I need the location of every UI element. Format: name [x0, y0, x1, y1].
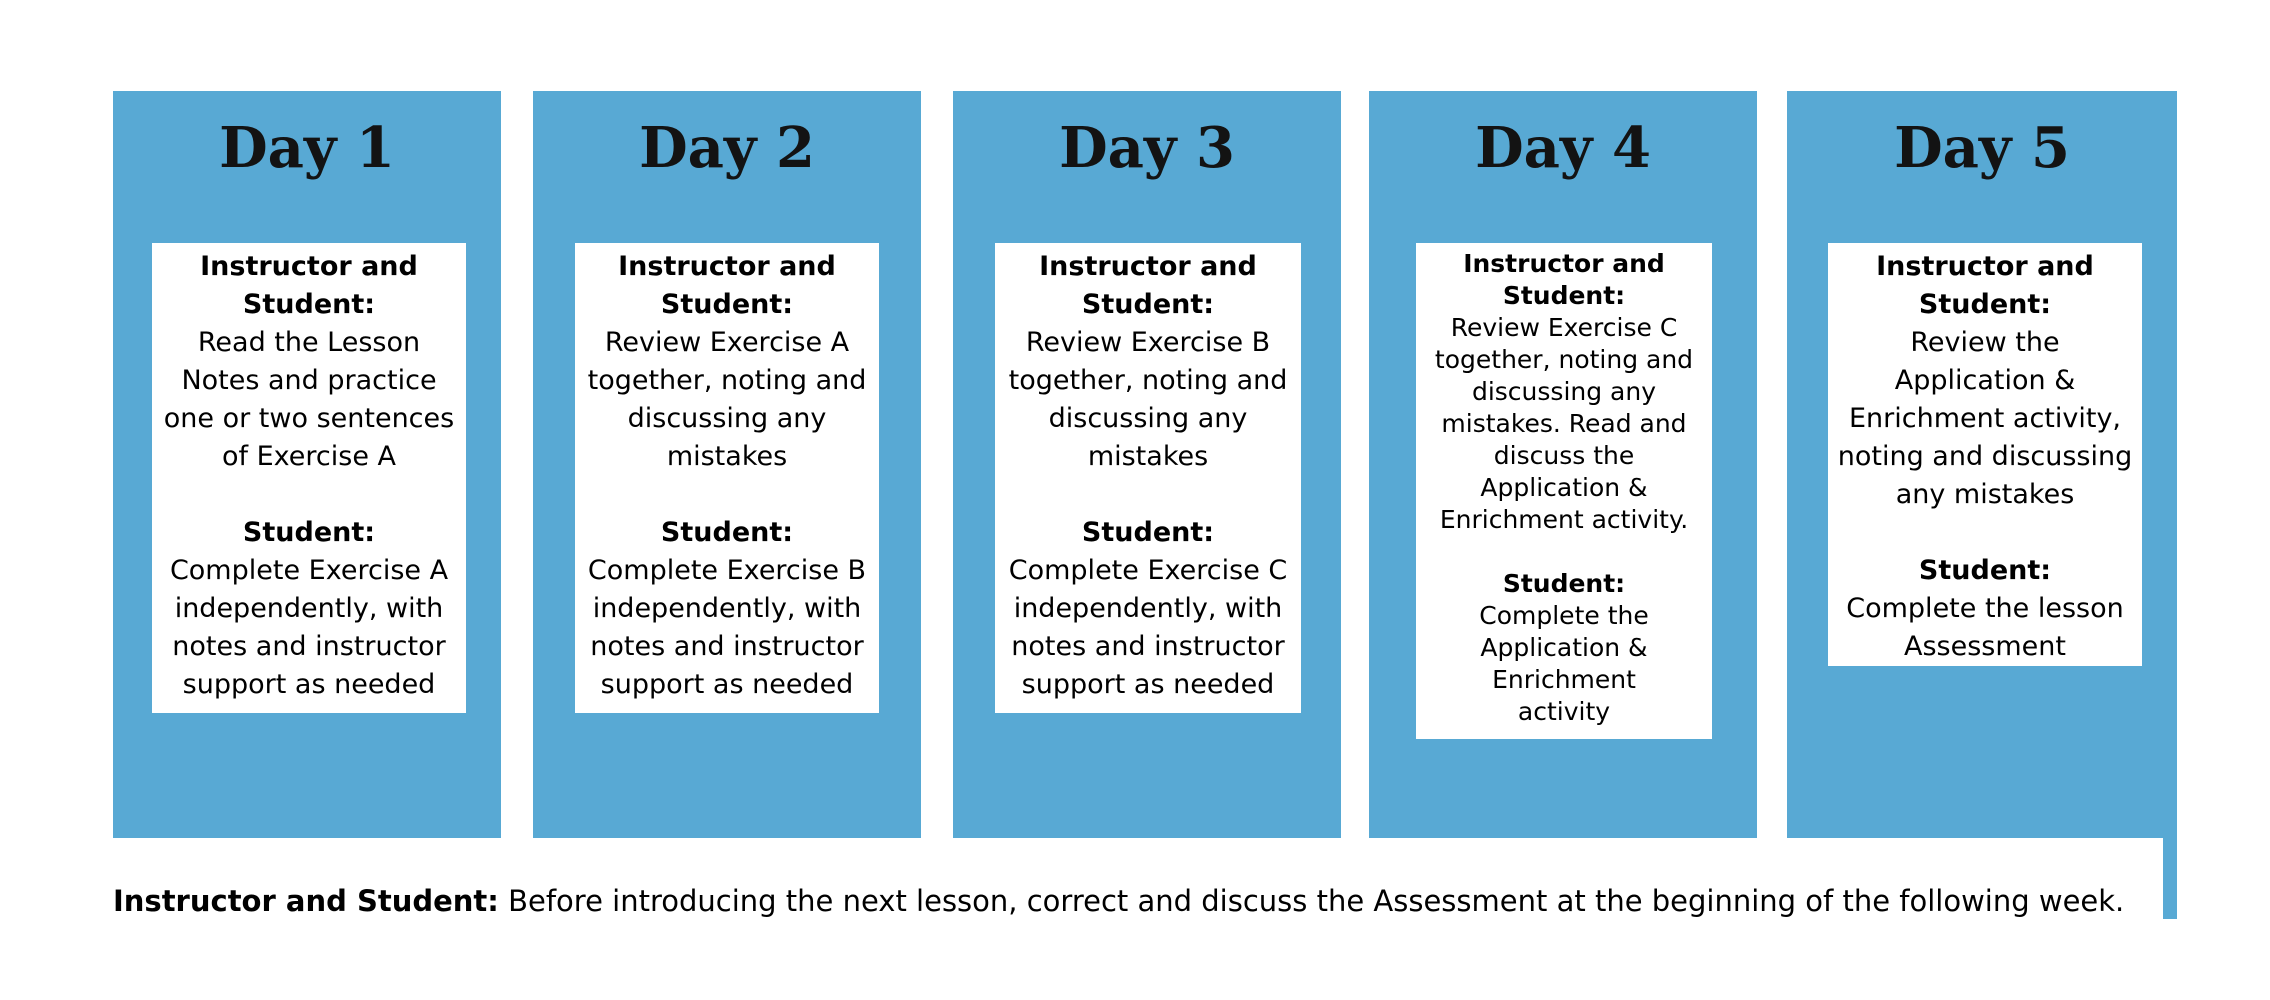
- day-5-instructor-body: Review the Application & Enrichment acti…: [1837, 327, 2133, 510]
- footer-note-text: Before introducing the next lesson, corr…: [508, 884, 2125, 918]
- day-1-column: Day 1 Instructor and Student: Read the L…: [113, 91, 501, 838]
- day-4-student-body: Complete the Application & Enrichment ac…: [1479, 601, 1649, 726]
- day-4-student-heading: Student:: [1502, 569, 1626, 598]
- day-1-card: Instructor and Student: Read the Lesson …: [152, 243, 466, 713]
- day-2-student-heading: Student:: [660, 517, 794, 548]
- day-1-student-heading: Student:: [242, 517, 376, 548]
- day-5-instructor-heading: Instructor and Student:: [1876, 251, 2094, 320]
- day-4-instructor-body: Review Exercise C together, noting and d…: [1434, 313, 1694, 534]
- day-1-instructor-body: Read the Lesson Notes and practice one o…: [163, 327, 455, 472]
- day-3-instructor-body: Review Exercise B together, noting and d…: [1008, 327, 1288, 472]
- day-5-student-heading: Student:: [1918, 555, 2052, 586]
- day-2-card: Instructor and Student: Review Exercise …: [575, 243, 879, 713]
- day-3-title: Day 3: [1059, 115, 1235, 181]
- day-5-column: Day 5 Instructor and Student: Review the…: [1787, 91, 2177, 838]
- day-2-title: Day 2: [639, 115, 815, 181]
- day-2-instructor-body: Review Exercise A together, noting and d…: [587, 327, 867, 472]
- day-1-title: Day 1: [219, 115, 395, 181]
- day-2-instructor-heading: Instructor and Student:: [618, 251, 836, 320]
- footer-note-lead: Instructor and Student:: [113, 884, 499, 918]
- day-3-student-heading: Student:: [1081, 517, 1215, 548]
- day-4-column: Day 4 Instructor and Student: Review Exe…: [1369, 91, 1757, 838]
- day-2-column: Day 2 Instructor and Student: Review Exe…: [533, 91, 921, 838]
- day-5-card: Instructor and Student: Review the Appli…: [1828, 243, 2142, 666]
- day-3-student-body: Complete Exercise C independently, with …: [1008, 555, 1288, 700]
- day-5-student-body: Complete the lesson Assessment: [1846, 593, 2124, 662]
- day-1-instructor-heading: Instructor and Student:: [200, 251, 418, 320]
- day-5-tail-bar: [2163, 838, 2177, 919]
- day-3-instructor-heading: Instructor and Student:: [1039, 251, 1257, 320]
- day-2-student-body: Complete Exercise B independently, with …: [587, 555, 867, 700]
- day-4-title: Day 4: [1475, 115, 1651, 181]
- footer-note: Instructor and Student: Before introduci…: [113, 884, 2173, 918]
- day-4-card: Instructor and Student: Review Exercise …: [1416, 243, 1712, 739]
- day-3-card: Instructor and Student: Review Exercise …: [995, 243, 1301, 713]
- day-3-column: Day 3 Instructor and Student: Review Exe…: [953, 91, 1341, 838]
- day-5-title: Day 5: [1894, 115, 2070, 181]
- day-1-student-body: Complete Exercise A independently, with …: [169, 555, 449, 700]
- day-4-instructor-heading: Instructor and Student:: [1463, 249, 1665, 310]
